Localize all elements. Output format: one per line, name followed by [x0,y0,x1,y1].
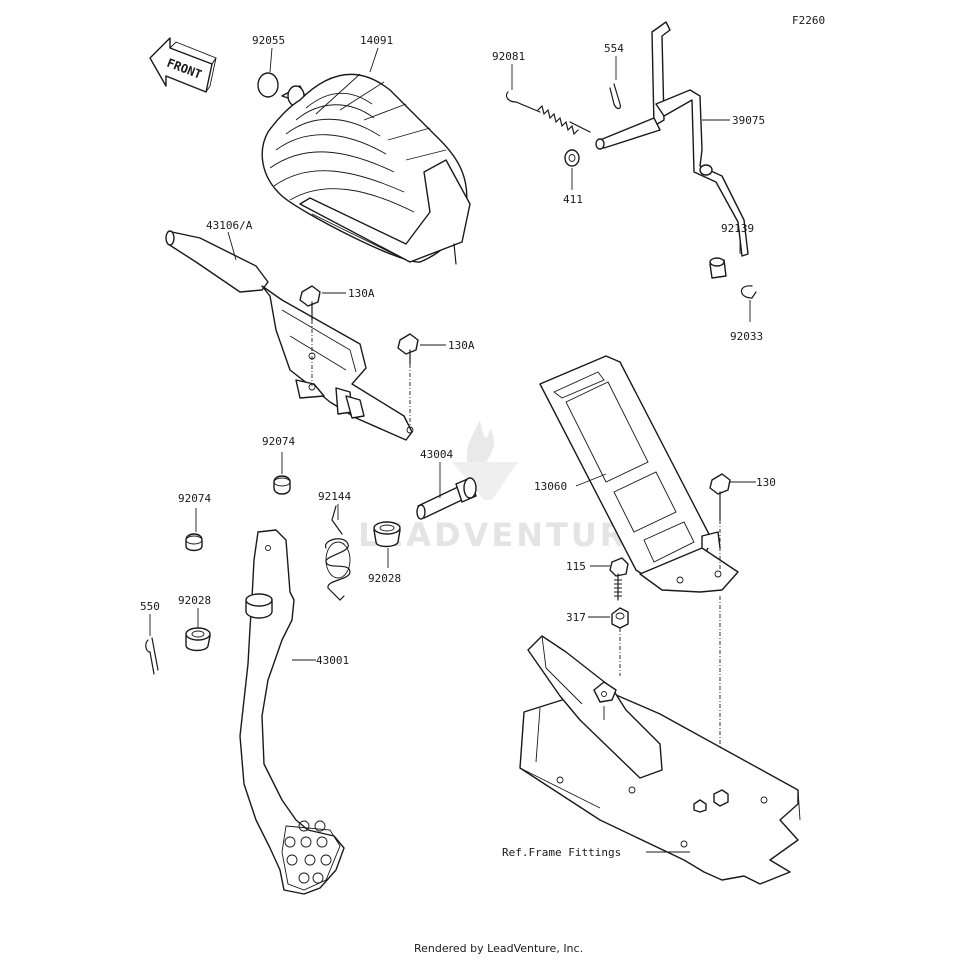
watermark-text: LEADVENTURE [358,516,652,554]
pedal-43001 [239,529,345,895]
label-39075: 39075 [732,114,765,127]
label-92074-lower: 92074 [178,492,211,505]
label-92081: 92081 [492,50,525,63]
bushing-92028-left [185,627,211,652]
pin-43004 [416,477,477,520]
bolt-115 [609,557,629,601]
spring-92144 [325,505,351,601]
lever-43106a [165,230,414,441]
cap-92074-lower [185,533,203,552]
label-411: 411 [563,193,583,206]
rod-39075 [595,21,749,257]
label-554: 554 [604,42,624,55]
label-43001: 43001 [316,654,349,667]
label-92028-left: 92028 [178,594,211,607]
bolt-130a-upper [299,285,321,386]
collar-92139 [709,257,727,279]
watermark-logo: LEADVENTURE [358,420,652,554]
label-14091: 14091 [360,34,393,47]
label-317: 317 [566,611,586,624]
diagram-id: F2260 [792,14,825,27]
bolt-130 [709,473,731,790]
nut-317 [611,607,629,676]
label-92139: 92139 [721,222,754,235]
clip-92033 [740,285,757,299]
label-92055: 92055 [252,34,285,47]
pin-554 [609,83,621,110]
o-ring-92055 [257,72,279,98]
frame-fittings [519,635,801,885]
bushing-92028-center [373,521,401,548]
label-92028-center: 92028 [368,572,401,585]
bolt-130a-lower [397,333,419,428]
cotter-pin-550 [145,637,159,675]
label-130: 130 [756,476,776,489]
label-550: 550 [140,600,160,613]
front-arrow-icon: FRONT [149,37,217,93]
pedal-13060 [539,355,739,593]
label-92074-upper: 92074 [262,435,295,448]
spring-92081 [505,91,591,136]
label-92144: 92144 [318,490,351,503]
label-115: 115 [566,560,586,573]
label-92033: 92033 [730,330,763,343]
label-43106a: 43106/A [206,219,253,232]
label-43004: 43004 [420,448,453,461]
washer-411 [564,149,580,167]
footer-credit: Rendered by LeadVenture, Inc. [414,942,583,955]
cover-14091 [261,73,471,265]
cap-92074-upper [273,475,291,495]
label-13060: 13060 [534,480,567,493]
label-130a-lower: 130A [448,339,475,352]
label-ref-frame: Ref.Frame Fittings [502,846,621,859]
label-130a-upper: 130A [348,287,375,300]
